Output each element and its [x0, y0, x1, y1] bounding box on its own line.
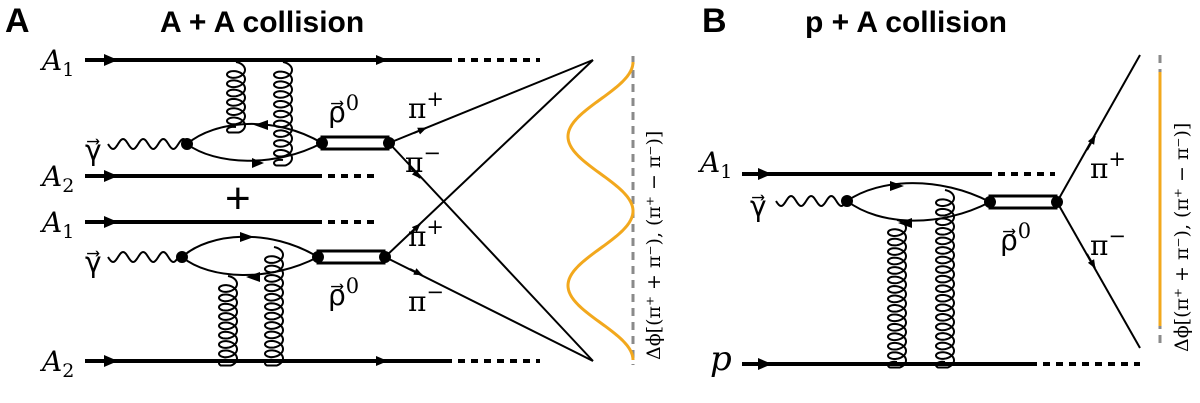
beam-a2-bottom [85, 355, 540, 367]
loop-arrow-icon [246, 272, 260, 282]
pi-minus-label: π− [1090, 224, 1126, 262]
vertex-dot [312, 251, 324, 263]
loop-arrow-icon [240, 232, 254, 242]
photon-line [107, 137, 187, 151]
beam-arrow-icon [104, 355, 118, 367]
quark-loop-upper [181, 235, 319, 258]
quark-loop-lower [846, 200, 991, 222]
beam-b-p [742, 358, 1140, 370]
panel-a-letter: A [5, 2, 30, 40]
gluon-line [886, 219, 908, 369]
beam-arrow-icon [104, 54, 118, 66]
beam-a1-top [85, 54, 540, 66]
rho-propagator [320, 135, 390, 151]
pi-minus-label: π− [405, 141, 441, 179]
pi-minus-line [388, 142, 594, 362]
panel-b-title: p + A collision [805, 6, 1007, 39]
photon-label: γ⃗ [750, 190, 767, 223]
panel-b: B p + A collision A1 p [697, 2, 1193, 379]
gluon-line [217, 275, 239, 367]
beam-a2-mid [85, 170, 380, 182]
beam-arrow-icon [758, 168, 772, 180]
pi-minus-arrow-icon [409, 268, 423, 276]
beam-arrow-icon [376, 55, 388, 65]
plus-sign: + [225, 174, 251, 223]
diagram-b [775, 54, 1141, 369]
beam-label-b-a1: A1 [697, 146, 732, 183]
beam-label-a2-mid: A2 [39, 160, 74, 197]
loop-arrow-icon [252, 158, 264, 168]
pi-plus-label: π+ [408, 87, 444, 125]
panel-a-title: A + A collision [160, 6, 364, 39]
pi-minus-line [1056, 201, 1141, 349]
pi-plus-label: π+ [1090, 147, 1126, 185]
beam-label-a1-top: A1 [39, 44, 74, 81]
gluon-line [263, 246, 285, 367]
gluon-line [225, 61, 247, 134]
quark-loop-lower [181, 256, 319, 276]
quark-loop-upper [846, 182, 991, 203]
beam-b-a1 [742, 168, 1055, 180]
beam-label-b-p: p [710, 339, 732, 379]
quark-loop-lower [186, 142, 323, 162]
pi-minus-label: π− [408, 280, 444, 318]
pi-plus-arrow-icon [413, 127, 427, 135]
photon-line [107, 250, 181, 264]
rho-label: ρ⃗0 [1000, 219, 1031, 257]
pi-plus-label: π+ [408, 215, 444, 253]
pi-minus-arrow-icon [1086, 253, 1096, 269]
diagram-upper [107, 59, 594, 362]
beam-a1-mid [85, 216, 380, 228]
rho-label: ρ⃗0 [328, 91, 359, 129]
beam-label-a2-bottom: A2 [39, 345, 74, 382]
rho-propagator [988, 194, 1058, 210]
rho-label: ρ⃗0 [328, 274, 359, 312]
diagram-lower [107, 59, 594, 367]
pi-plus-arrow-icon [409, 223, 421, 235]
quark-loop-upper [186, 122, 323, 145]
pi-plus-line [1056, 54, 1141, 203]
pi-plus-arrow-icon [1086, 135, 1096, 151]
beam-arrow-icon [758, 358, 772, 370]
beam-arrow-icon [104, 216, 118, 228]
vertex-dot [316, 137, 328, 149]
gluon-line [934, 189, 956, 369]
phi-axis-label: Δϕ[(π⁺ + π⁻), (π⁺ − π⁻)] [1171, 123, 1193, 352]
panel-a: A A + A collision A1 A2 A1 A2 [5, 2, 665, 382]
pi-minus-arrow-icon [409, 166, 421, 179]
panel-b-letter: B [702, 2, 727, 40]
photon-label: γ⃗ [85, 134, 102, 167]
vertex-dot [984, 196, 996, 208]
photon-label: γ⃗ [85, 246, 102, 279]
beam-arrow-icon [376, 356, 388, 366]
beam-label-a1-mid: A1 [39, 206, 74, 243]
beam-arrow-icon [104, 170, 118, 182]
gluon-line [272, 61, 294, 167]
loop-arrow-icon [890, 181, 904, 191]
phi-axis-label: Δϕ[(π⁺ + π⁻), (π⁺ − π⁻)] [643, 131, 665, 360]
modulation-curve [566, 61, 635, 361]
photon-line [775, 194, 846, 208]
loop-arrow-icon [254, 120, 268, 130]
rho-propagator [316, 249, 386, 265]
